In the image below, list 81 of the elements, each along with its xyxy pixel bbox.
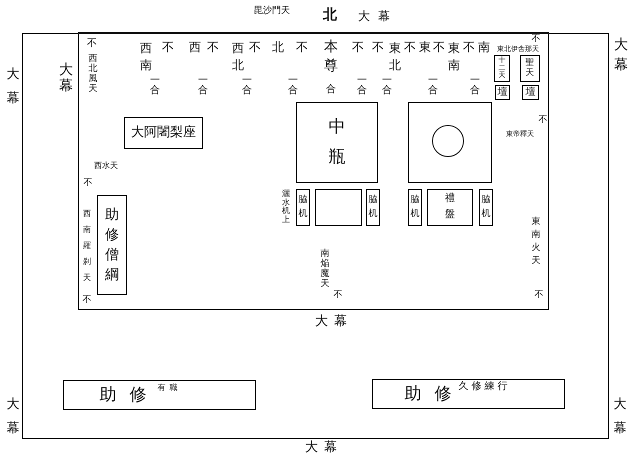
offering-label: 合	[326, 85, 336, 95]
offering-label: 一合	[357, 76, 367, 96]
platform-box	[408, 102, 492, 183]
vase-name: 中瓶	[328, 116, 346, 170]
direction-label: 東北	[389, 40, 401, 74]
table-name: 脇机	[298, 194, 308, 222]
table-name: 脇机	[410, 194, 420, 222]
offering-label: 一合	[382, 76, 392, 96]
platform-name: 禮盤	[444, 192, 455, 222]
side-table	[408, 188, 422, 226]
seat-box	[124, 116, 203, 149]
direction-label: 西	[189, 41, 201, 53]
curtain-label: 大幕	[305, 441, 343, 454]
seat-box	[63, 380, 256, 410]
curtain-label: 大幕	[614, 396, 626, 438]
mark-char: 不	[532, 35, 540, 44]
mark-char: 不	[463, 41, 475, 53]
deity-label: 西南羅刹天	[83, 208, 91, 284]
platform-box	[426, 188, 473, 226]
mark-char: 不	[372, 41, 384, 53]
altar-panel	[522, 84, 539, 100]
direction-label: 南	[478, 41, 490, 53]
deity-panel	[494, 54, 510, 82]
side-table	[366, 188, 380, 226]
role-name: 助修	[99, 386, 160, 404]
curtain-label: 大幕	[315, 315, 353, 328]
mark-char: 不	[534, 291, 544, 300]
deity-label: 南焔魔天	[320, 249, 330, 289]
direction-label: 東	[419, 41, 431, 53]
offering-label: 一合	[150, 76, 160, 96]
circle-mark	[432, 125, 464, 158]
mark-char: 不	[334, 291, 342, 300]
seat-name: 大阿闍梨座	[130, 126, 196, 140]
offering-label: 一合	[288, 76, 298, 96]
direction-label: 北	[323, 8, 337, 22]
direction-label: 西北	[232, 40, 244, 74]
vase-platform	[296, 102, 378, 183]
seat-box	[96, 194, 127, 295]
curtain-label: 大幕	[358, 10, 398, 22]
deity-label: 毘沙門天	[254, 7, 290, 16]
side-table	[478, 188, 493, 226]
mark-char: 不	[207, 41, 219, 53]
mark-char: 不	[404, 41, 416, 53]
table-name: 脇机	[368, 194, 378, 222]
hall-frame	[22, 33, 609, 439]
mark-char: 不	[352, 41, 364, 53]
deity-name: 聖天	[526, 58, 534, 78]
deity-panel	[520, 54, 540, 82]
offering-label: 一合	[242, 76, 252, 96]
curtain-label: 大幕	[6, 66, 20, 108]
mark-char: 不	[538, 116, 548, 125]
deity-label: 西北風天	[88, 54, 98, 94]
seat-name: 助修僧綱	[104, 206, 119, 285]
deity-label: 本尊	[324, 38, 338, 76]
deity-label: 西水天	[94, 162, 118, 170]
altar-area	[78, 32, 550, 310]
offering-label: 一合	[198, 76, 208, 96]
deity-label: 東南火天	[532, 216, 540, 268]
mark-char: 不	[162, 41, 174, 53]
mark-char: 不	[296, 41, 308, 53]
curtain-label: 大幕	[614, 36, 628, 75]
mark-char: 不	[82, 296, 92, 305]
altar-name: 壇	[525, 86, 536, 98]
table-name: 脇机	[481, 194, 490, 222]
mark-char: 不	[84, 179, 92, 188]
direction-label: 東南	[448, 40, 460, 74]
note-label: 灑水机上	[282, 190, 290, 224]
curtain-label: 大幕	[6, 396, 20, 438]
offering-label: 一合	[428, 76, 438, 96]
offering-label: 一合	[470, 76, 480, 96]
seat-box	[372, 379, 566, 410]
mark-char: 不	[433, 41, 445, 53]
rank-name: 有職	[157, 384, 182, 392]
side-table	[296, 188, 310, 226]
mark-char: 不	[249, 41, 261, 53]
direction-label: 北	[272, 41, 284, 53]
altar-name: 壇	[497, 86, 508, 98]
curtain-label: 大幕	[59, 62, 73, 94]
table-box	[314, 188, 362, 226]
mark-char: 不	[87, 39, 97, 49]
direction-label: 西南	[140, 40, 152, 74]
